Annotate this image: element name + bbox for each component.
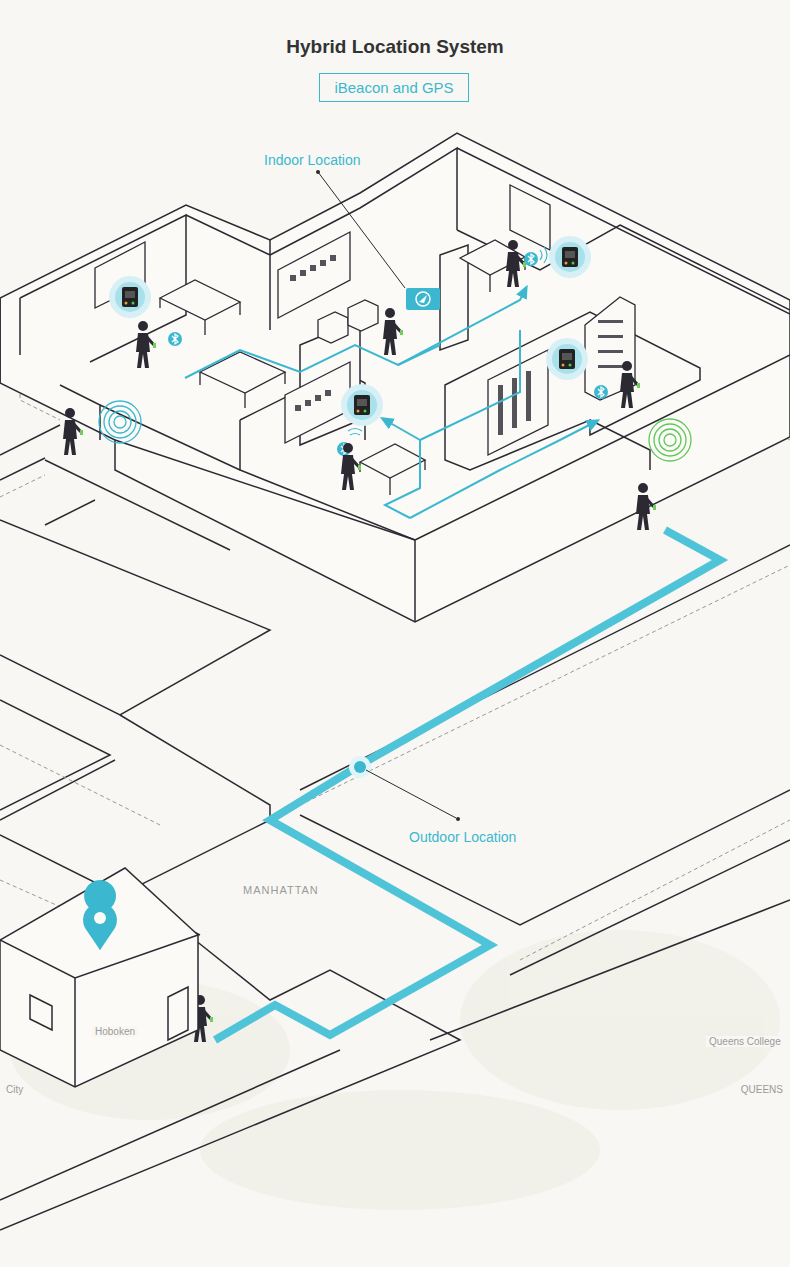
- callout-label: Outdoor Location: [406, 829, 519, 845]
- map-label: City: [3, 1084, 26, 1095]
- map-label: Queens College: [706, 1036, 784, 1047]
- callout-label: Indoor Location: [261, 152, 364, 168]
- map-label: Hoboken: [92, 1026, 138, 1037]
- diagram-title: Hybrid Location System: [286, 36, 504, 58]
- subtitle-box: iBeacon and GPS: [319, 73, 468, 102]
- subtitle-text: iBeacon and GPS: [334, 79, 453, 96]
- map-label: QUEENS: [738, 1084, 786, 1095]
- map-label: MANHATTAN: [240, 884, 322, 896]
